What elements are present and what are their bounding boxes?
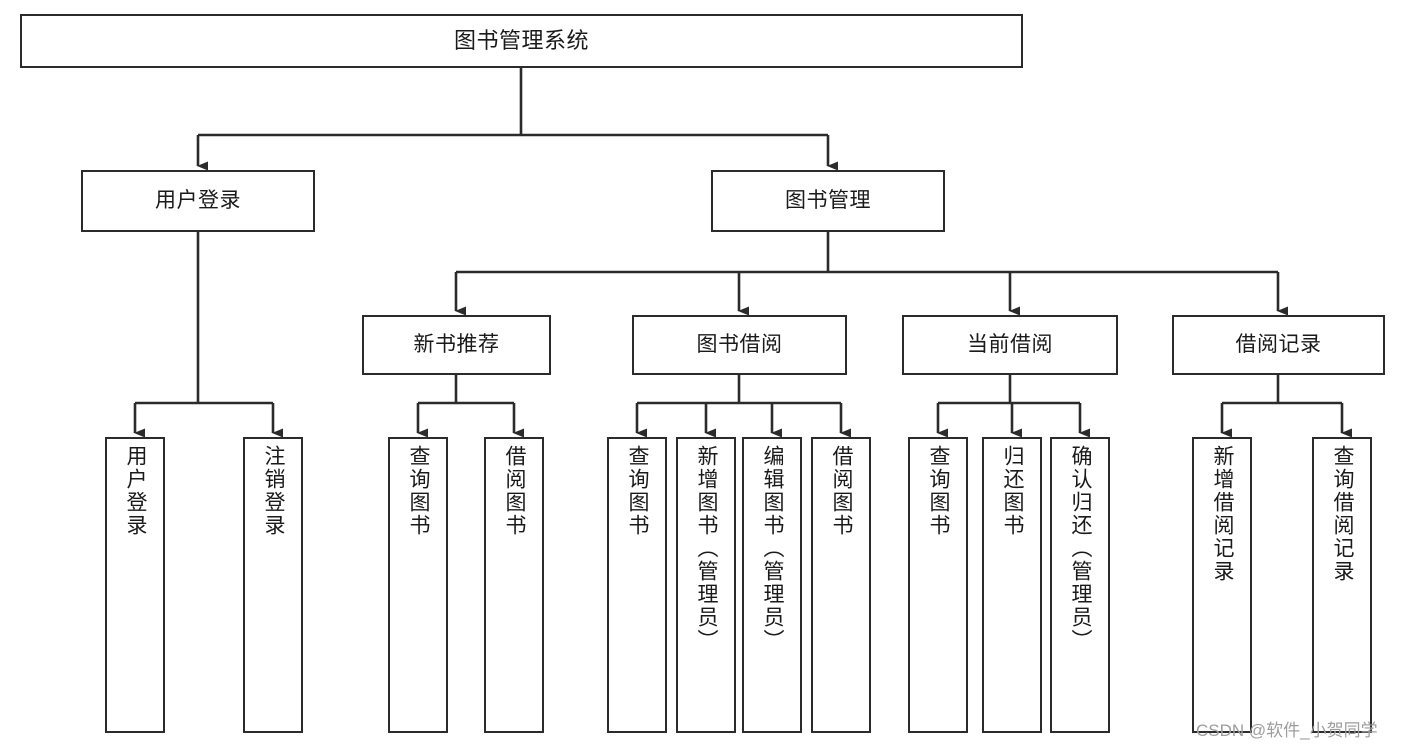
- node-level1-图书管理-1: 图书管理: [711, 170, 945, 232]
- node-label: 查询图书: [927, 445, 951, 537]
- node-leaf-编辑图书管理员-6: 编辑图书（管理员）: [742, 437, 802, 733]
- node-leaf-新增图书管理员-5: 新增图书（管理员）: [676, 437, 736, 733]
- node-leaf-查询借阅记录-12: 查询借阅记录: [1312, 437, 1372, 733]
- node-label: 新增借阅记录: [1211, 445, 1235, 583]
- node-leaf-借阅图书-7: 借阅图书: [811, 437, 871, 733]
- node-label: 借阅图书: [503, 445, 527, 537]
- node-label: 借阅记录: [1235, 332, 1322, 356]
- node-leaf-归还图书-9: 归还图书: [982, 437, 1042, 733]
- node-label: 编辑图书（管理员）: [761, 445, 785, 652]
- node-label: 借阅图书: [830, 445, 854, 537]
- node-label: 图书管理: [785, 188, 871, 212]
- node-level2-当前借阅-2: 当前借阅: [902, 315, 1118, 375]
- node-label: 确认归还（管理员）: [1069, 445, 1093, 652]
- node-label: 用户登录: [124, 445, 148, 537]
- node-leaf-注销登录-1: 注销登录: [243, 437, 303, 733]
- node-level1-用户登录-0: 用户登录: [81, 170, 315, 232]
- node-label: 用户登录: [155, 188, 241, 212]
- node-root-图书管理系统: 图书管理系统: [20, 14, 1023, 68]
- node-label: 查询图书: [407, 445, 431, 537]
- node-level2-图书借阅-1: 图书借阅: [632, 315, 847, 375]
- csdn-watermark: CSDN @软件_小贺同学: [1196, 721, 1378, 740]
- node-label: 图书管理系统: [453, 28, 589, 54]
- node-leaf-查询图书-4: 查询图书: [607, 437, 667, 733]
- node-leaf-确认归还管理员-10: 确认归还（管理员）: [1050, 437, 1110, 733]
- node-label: 注销登录: [262, 445, 286, 537]
- node-label: 当前借阅: [967, 332, 1053, 356]
- node-leaf-借阅图书-3: 借阅图书: [484, 437, 544, 733]
- node-label: 新书推荐: [413, 332, 500, 356]
- node-label: 归还图书: [1001, 445, 1025, 537]
- node-level2-新书推荐-0: 新书推荐: [362, 315, 551, 375]
- node-leaf-查询图书-8: 查询图书: [908, 437, 968, 733]
- node-label: 查询借阅记录: [1331, 445, 1355, 583]
- node-leaf-用户登录-0: 用户登录: [105, 437, 165, 733]
- node-label: 查询图书: [626, 445, 650, 537]
- node-level2-借阅记录-3: 借阅记录: [1172, 315, 1385, 375]
- node-leaf-新增借阅记录-11: 新增借阅记录: [1192, 437, 1252, 733]
- node-leaf-查询图书-2: 查询图书: [388, 437, 448, 733]
- node-label: 新增图书（管理员）: [695, 445, 719, 652]
- node-label: 图书借阅: [696, 332, 783, 356]
